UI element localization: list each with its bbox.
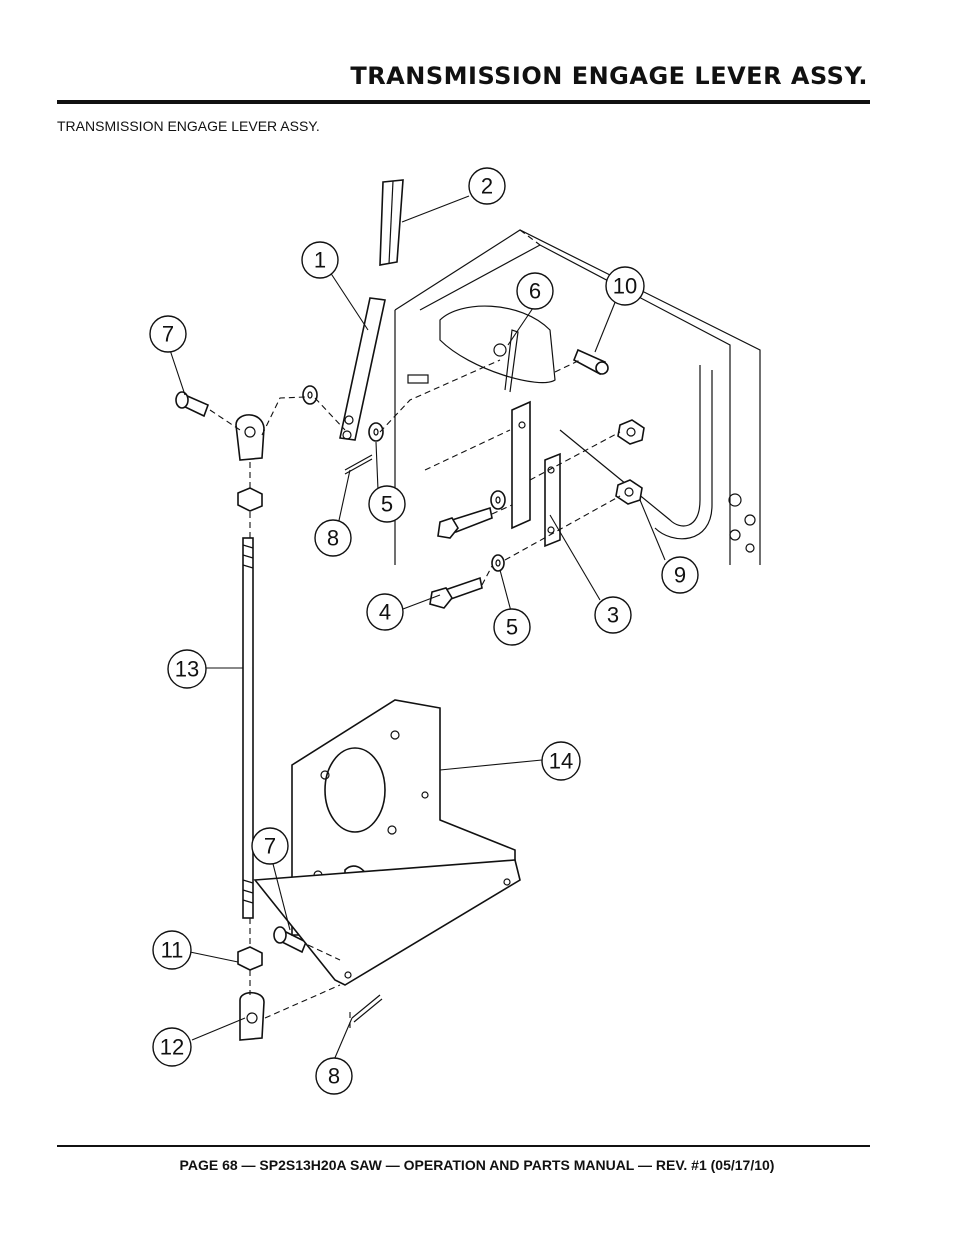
leader-lines — [169, 195, 666, 1061]
svg-text:7: 7 — [264, 834, 276, 859]
svg-text:3: 3 — [607, 603, 619, 628]
assembly-guide-lines — [209, 359, 621, 1030]
svg-text:4: 4 — [379, 600, 391, 625]
footer-divider — [57, 1145, 870, 1147]
callout-7-upper: 7 — [149, 315, 187, 353]
mounting-bracket — [253, 699, 521, 986]
callout-10: 10 — [605, 266, 645, 306]
callout-8-lower: 8 — [315, 1057, 353, 1095]
callout-1: 1 — [301, 241, 339, 279]
cotter-pin-top — [504, 329, 519, 393]
svg-text:8: 8 — [327, 526, 339, 551]
svg-text:12: 12 — [160, 1035, 184, 1060]
clevis-pin-upper-left — [175, 391, 210, 418]
lever-grip — [379, 179, 404, 266]
page-footer: PAGE 68 — SP2S13H20A SAW — OPERATION AND… — [179, 1157, 775, 1173]
page-title: TRANSMISSION ENGAGE LEVER ASSY. — [350, 62, 868, 90]
callout-13: 13 — [167, 649, 207, 689]
svg-text:9: 9 — [674, 563, 686, 588]
svg-text:14: 14 — [549, 749, 573, 774]
svg-text:11: 11 — [161, 938, 184, 963]
svg-text:6: 6 — [529, 279, 541, 304]
callout-5-upper: 5 — [368, 485, 406, 523]
callout-12: 12 — [152, 1027, 192, 1067]
cotter-pin-lower — [351, 994, 383, 1023]
callout-3: 3 — [594, 596, 632, 634]
lock-nuts — [615, 419, 645, 505]
clevis-pin-lower — [273, 926, 308, 954]
callout-4: 4 — [366, 593, 404, 631]
svg-text:1: 1 — [314, 248, 326, 273]
svg-text:10: 10 — [613, 274, 637, 299]
bracket-plates — [511, 400, 561, 548]
header-divider — [57, 100, 870, 104]
diagram-caption: TRANSMISSION ENGAGE LEVER ASSY. — [57, 118, 320, 134]
cotter-pin-upper — [344, 454, 373, 475]
svg-text:5: 5 — [506, 615, 518, 640]
hex-bolts — [429, 506, 493, 609]
svg-text:5: 5 — [381, 492, 393, 517]
flat-washers — [302, 385, 506, 572]
callout-5-lower: 5 — [493, 608, 531, 646]
housing-frame — [394, 229, 761, 565]
svg-text:13: 13 — [175, 657, 199, 682]
callout-7-lower: 7 — [251, 827, 289, 865]
lower-clevis — [239, 991, 265, 1041]
callout-9: 9 — [661, 556, 699, 594]
callout-11: 11 — [152, 930, 192, 970]
callout-14: 14 — [541, 741, 581, 781]
svg-text:2: 2 — [481, 174, 493, 199]
threaded-rod — [237, 487, 263, 971]
callout-6: 6 — [516, 272, 554, 310]
clevis-pin-upper-right — [572, 348, 609, 376]
upper-clevis — [235, 414, 265, 461]
lever-arm — [339, 297, 386, 441]
svg-text:8: 8 — [328, 1064, 340, 1089]
callout-2: 2 — [468, 167, 506, 205]
svg-text:7: 7 — [162, 322, 174, 347]
callout-8-upper: 8 — [314, 519, 352, 557]
